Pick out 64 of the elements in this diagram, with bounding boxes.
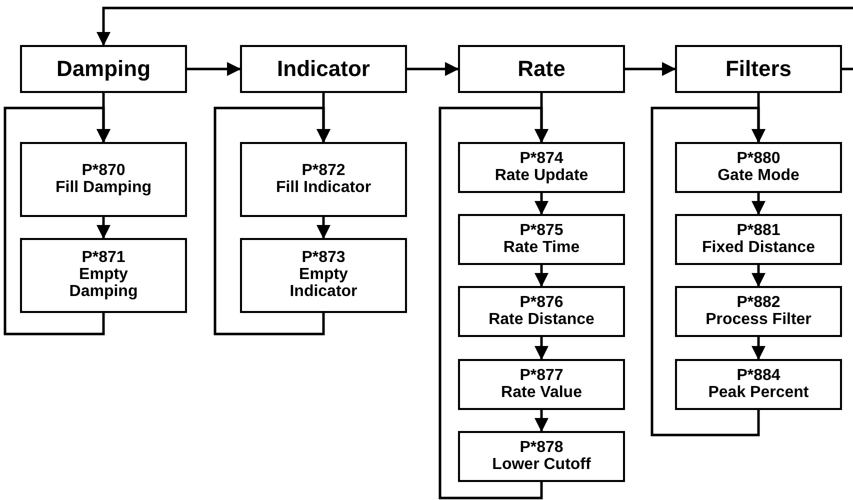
parameter-name: Fill Damping	[56, 180, 152, 196]
parameter-box	[20, 238, 187, 313]
parameter-box	[240, 238, 407, 313]
arrow	[407, 62, 459, 76]
menu-box	[20, 45, 187, 93]
arrow	[438, 106, 548, 500]
parameter-code: P*870	[82, 162, 126, 180]
menu-box	[458, 45, 625, 93]
arrow	[650, 106, 766, 436]
menu-box	[240, 45, 407, 93]
arrow	[752, 265, 766, 287]
parameter-code: P*876	[520, 294, 564, 312]
arrow	[752, 337, 766, 360]
menu-title: Filters	[725, 56, 792, 82]
parameter-code: P*875	[520, 222, 564, 240]
parameter-code: P*877	[520, 368, 564, 384]
parameter-box	[675, 286, 842, 337]
parameter-box	[458, 214, 625, 265]
parameter-code: P*880	[736, 150, 780, 168]
menu-title: Damping	[56, 56, 151, 82]
parameter-box	[458, 431, 625, 482]
parameter-name: Lower Cutoff	[492, 456, 591, 474]
menu-title: Indicator	[277, 56, 370, 82]
parameter-box	[675, 142, 842, 193]
parameter-box	[675, 359, 842, 410]
parameter-name: Rate Time	[503, 240, 580, 256]
arrow	[752, 193, 766, 215]
parameter-code: P*884	[736, 368, 780, 384]
arrow	[534, 265, 548, 287]
parameter-name: Process Filter	[706, 312, 812, 328]
arrow	[534, 337, 548, 360]
parameter-name: Gate Mode	[718, 168, 800, 184]
parameter-name: Peak Percent	[708, 384, 809, 402]
arrow	[4, 106, 110, 336]
parameter-box	[20, 142, 187, 217]
parameter-box	[458, 286, 625, 337]
parameter-name: Empty Damping	[68, 267, 139, 301]
parameter-name: Rate Update	[494, 168, 588, 184]
parameter-name: Empty Indicator	[288, 267, 358, 301]
arrow	[316, 217, 330, 239]
parameter-name: Fill Indicator	[276, 180, 372, 196]
parameter-box	[675, 214, 842, 265]
parameter-code: P*881	[736, 222, 780, 240]
parameter-box	[458, 142, 625, 193]
arrow	[96, 217, 110, 239]
parameter-box	[458, 359, 625, 410]
parameter-code: P*882	[736, 294, 780, 312]
parameter-name: Fixed Distance	[702, 240, 815, 256]
menu-title: Rate	[518, 56, 566, 82]
arrow	[625, 62, 676, 76]
parameter-code: P*873	[302, 250, 346, 268]
parameter-name: Rate Distance	[488, 312, 594, 328]
arrow	[214, 106, 330, 336]
parameter-code: P*872	[302, 162, 346, 180]
parameter-code: P*878	[520, 440, 564, 456]
parameter-code: P*874	[520, 150, 564, 168]
parameter-name: Rate Value	[501, 384, 582, 402]
parameter-code: P*871	[82, 250, 126, 268]
arrow	[534, 410, 548, 432]
arrow	[534, 193, 548, 215]
arrow	[187, 62, 241, 76]
menu-box	[675, 45, 842, 93]
parameter-box	[240, 142, 407, 217]
arrow	[96, 6, 853, 46]
